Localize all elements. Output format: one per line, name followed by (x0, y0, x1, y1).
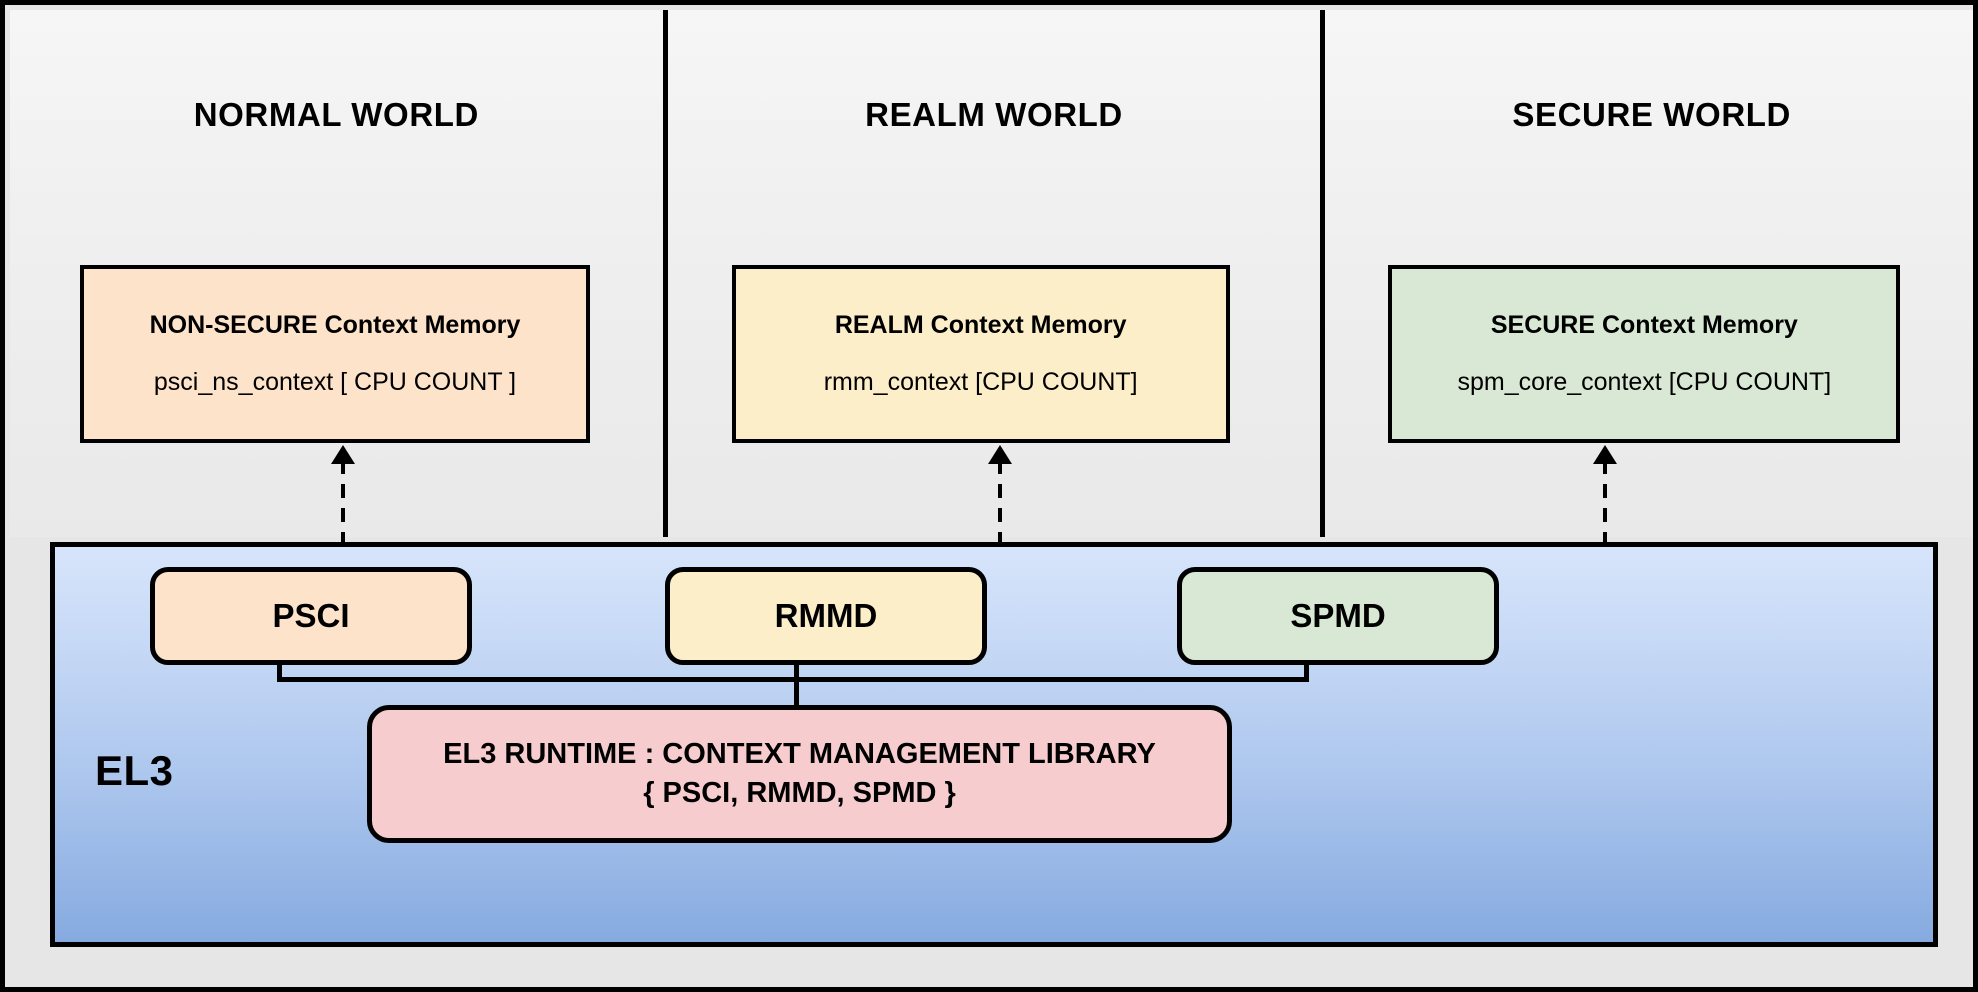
el3-runtime-box[interactable]: EL3 RUNTIME : CONTEXT MANAGEMENT LIBRARY… (367, 705, 1232, 843)
el3-panel: EL3 PSCI RMMD SPMD EL3 RUNTIME : CONTEXT… (50, 542, 1938, 947)
dispatcher-psci[interactable]: PSCI (150, 567, 472, 665)
context-box-secure-title: SECURE Context Memory (1490, 311, 1798, 339)
context-box-secure-subtitle: spm_core_context [CPU COUNT] (1457, 368, 1832, 396)
world-title-realm: REALM WORLD (865, 96, 1123, 133)
dispatcher-spmd[interactable]: SPMD (1177, 567, 1499, 665)
el3-runtime-line1: EL3 RUNTIME : CONTEXT MANAGEMENT LIBRARY (443, 737, 1156, 770)
bus-horizontal (277, 677, 1309, 682)
context-box-secure: SECURE Context Memory spm_core_context [… (1388, 265, 1901, 443)
context-box-realm: REALM Context Memory rmm_context [CPU CO… (731, 265, 1230, 443)
dashed-link-secure (1603, 460, 1607, 560)
world-panel-secure: SECURE WORLD SECURE Context Memory spm_c… (1320, 10, 1973, 537)
context-box-non-secure-title: NON-SECURE Context Memory (149, 311, 521, 339)
context-box-realm-title: REALM Context Memory (834, 311, 1127, 339)
bus-drop-rmmd (794, 665, 799, 679)
dashed-arrowhead-up-realm (988, 445, 1012, 464)
context-box-non-secure: NON-SECURE Context Memory psci_ns_contex… (80, 265, 590, 443)
dashed-link-realm (998, 460, 1002, 560)
bus-drop-runtime (794, 677, 799, 707)
bus-drop-psci (277, 665, 282, 679)
dashed-arrowhead-up-normal (331, 445, 355, 464)
world-title-normal: NORMAL WORLD (193, 96, 479, 133)
bus-drop-spmd (1304, 665, 1309, 679)
el3-runtime-line2: { PSCI, RMMD, SPMD } (643, 777, 956, 809)
dashed-link-normal (341, 460, 345, 560)
world-title-secure: SECURE WORLD (1512, 96, 1791, 133)
el3-label: EL3 (95, 747, 174, 794)
dispatcher-rmmd[interactable]: RMMD (665, 567, 987, 665)
context-box-non-secure-subtitle: psci_ns_context [ CPU COUNT ] (153, 368, 517, 396)
dashed-arrowhead-up-secure (1593, 445, 1617, 464)
context-box-realm-subtitle: rmm_context [CPU COUNT] (823, 368, 1138, 396)
